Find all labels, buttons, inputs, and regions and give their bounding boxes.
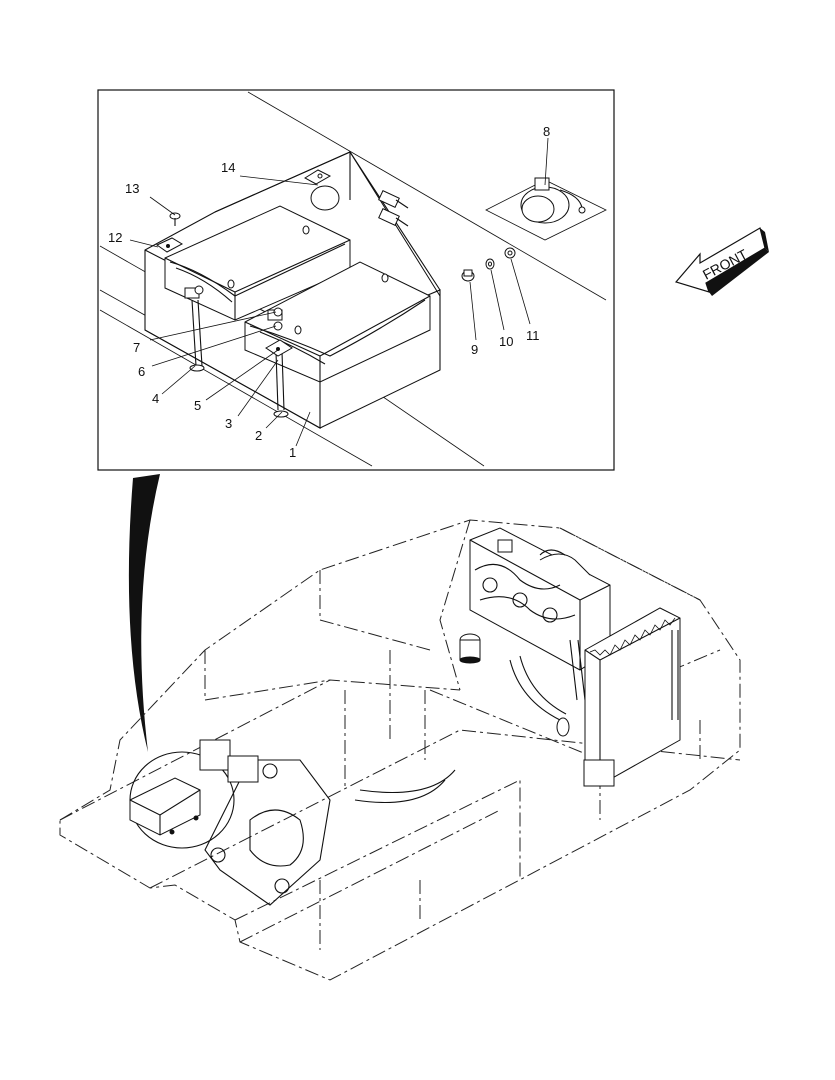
callout-10: 10 — [499, 334, 513, 349]
callout-11: 11 — [526, 328, 540, 343]
callout-1: 1 — [289, 445, 296, 460]
battery-left — [164, 205, 351, 321]
terminal-clamp-right — [267, 307, 283, 331]
callout-6: 6 — [138, 364, 145, 379]
bracket-5 — [265, 339, 293, 357]
callout-8: 8 — [543, 124, 550, 139]
callout-7: 7 — [133, 340, 140, 355]
callout-12: 12 — [108, 230, 122, 245]
track-frame — [354, 769, 456, 804]
hold-down-bolt-4 — [189, 299, 205, 372]
boom-foot — [204, 759, 331, 906]
battery-location-circle — [129, 739, 259, 849]
callout-3: 3 — [225, 416, 232, 431]
callout-2: 2 — [255, 428, 262, 443]
callout-4: 4 — [152, 391, 159, 406]
detail-view: 1 2 3 4 5 6 7 8 9 10 11 12 13 14 — [99, 91, 607, 467]
bracket-12 — [156, 237, 184, 253]
callout-14: 14 — [221, 160, 235, 175]
bolt-13 — [169, 212, 181, 226]
callout-5: 5 — [194, 398, 201, 413]
callout-labels: 1 2 3 4 5 6 7 8 9 10 11 12 13 14 — [108, 124, 550, 460]
washer-10 — [485, 258, 495, 270]
fitting-9 — [461, 269, 475, 282]
battery-right — [244, 261, 431, 383]
engine — [469, 527, 611, 671]
front-arrow-icon: FRONT — [674, 227, 769, 296]
hoses — [509, 549, 586, 737]
radiator — [583, 607, 681, 787]
nut-11 — [504, 247, 516, 259]
battery-relay-8 — [520, 177, 586, 224]
callout-13: 13 — [125, 181, 139, 196]
machine-overview — [59, 519, 741, 981]
detail-pointer — [128, 474, 160, 752]
cable-lugs — [378, 190, 409, 227]
mount-plate-14 — [304, 169, 340, 211]
leader-lines — [129, 137, 549, 447]
callout-9: 9 — [471, 342, 478, 357]
filter-canister — [459, 633, 481, 664]
terminal-clamp-left — [184, 285, 204, 299]
